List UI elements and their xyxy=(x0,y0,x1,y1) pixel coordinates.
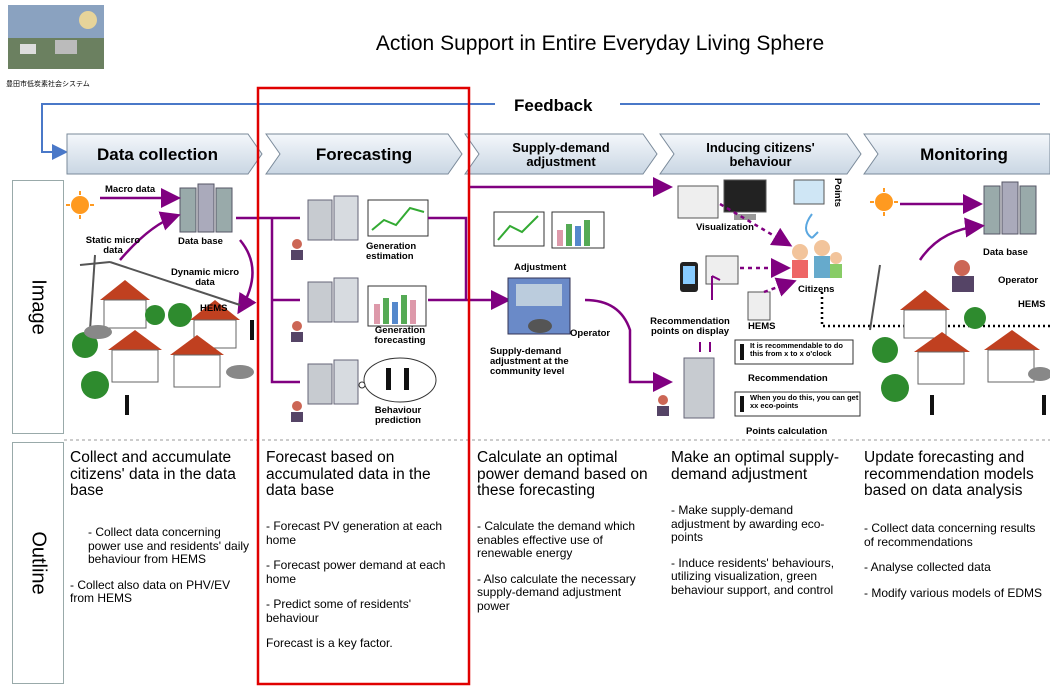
bar-chart-icon xyxy=(367,285,427,327)
label-citizens: Citizens xyxy=(798,284,835,295)
label-points: Points xyxy=(832,178,843,208)
label-visualization: Visualization xyxy=(696,222,754,233)
stage-forecasting: Forecasting xyxy=(315,144,413,164)
stage-supply-demand: Supply-demand adjustment xyxy=(512,139,610,169)
server-icon xyxy=(179,183,233,233)
outline-point: - Forecast power demand at each home xyxy=(266,558,446,586)
label-generation-forecasting: Generation forecasting xyxy=(374,325,426,346)
label-data-base-2: Data base xyxy=(983,247,1028,258)
outline-point: - Collect data concerning power use and … xyxy=(88,525,250,567)
outline-point: - Collect also data on PHV/EV from HEMS xyxy=(70,577,231,606)
operator-icon xyxy=(291,239,303,260)
label-generation-estimation: Generation estimation xyxy=(366,241,417,262)
outline-point: - Make supply-demand adjustment by award… xyxy=(671,503,825,545)
stage-data-collection: Data collection xyxy=(97,144,218,164)
server-icon xyxy=(683,357,715,419)
feedback-label: Feedback xyxy=(510,96,597,116)
label-operator: Operator xyxy=(570,328,611,339)
label-behaviour-prediction: Behaviour prediction xyxy=(374,405,422,426)
bubble-points-text: When you do this, you can get xx eco-poi… xyxy=(750,393,859,410)
points-screen-icon xyxy=(793,179,825,205)
bubble-recommendation-text: It is recommendable to do this from x to… xyxy=(750,341,843,358)
outline-heading-4: Make an optimal supply-demand adjustment xyxy=(671,449,839,483)
label-sd-community: Supply-demand adjustment at the communit… xyxy=(490,346,569,377)
outline-points-5: - Collect data concerning results of rec… xyxy=(864,521,1046,612)
label-hems-3: HEMS xyxy=(1018,299,1046,310)
operator-icon xyxy=(291,401,303,422)
computer-icon xyxy=(677,179,767,220)
label-operator-2: Operator xyxy=(998,275,1039,286)
sun-icon xyxy=(870,188,898,216)
page-title: Action Support in Entire Everyday Living… xyxy=(375,32,825,55)
forecasting-highlight-box xyxy=(256,86,471,686)
houses-image xyxy=(72,280,254,415)
phone-icon xyxy=(680,262,698,292)
operator-icon xyxy=(291,321,303,342)
label-adjustment: Adjustment xyxy=(514,262,567,273)
outline-heading-2: Forecast based on accumulated data in th… xyxy=(266,449,431,500)
operator-icon xyxy=(657,395,669,416)
label-dynamic-micro-data: Dynamic micro data xyxy=(170,267,240,288)
outline-point: - Collect data concerning results of rec… xyxy=(864,521,1036,549)
label-points-calculation: Points calculation xyxy=(746,426,828,437)
speech-bubble xyxy=(734,339,861,417)
city-logo-image xyxy=(8,5,104,69)
control-room-image xyxy=(507,277,571,335)
server-icon xyxy=(983,181,1037,235)
sun-icon xyxy=(66,191,94,219)
outline-points-3: - Calculate the demand which enables eff… xyxy=(477,519,657,625)
server-icon xyxy=(307,195,359,241)
operator-icon xyxy=(952,260,974,292)
citizens-image xyxy=(792,240,842,278)
outline-point: Forecast is a key factor. xyxy=(266,636,393,651)
outline-points-2: - Forecast PV generation at each home - … xyxy=(266,519,456,663)
label-recommendation-points: Recommendation points on display xyxy=(650,316,730,337)
label-hems-2: HEMS xyxy=(748,321,776,332)
outline-heading-1: Collect and accumulate citizens' data in… xyxy=(70,449,236,500)
line-chart-icon xyxy=(367,199,429,237)
line-chart-icon xyxy=(493,211,545,247)
row-label-image: Image xyxy=(12,180,64,434)
label-macro-data: Macro data xyxy=(105,184,156,195)
label-hems: HEMS xyxy=(200,303,228,314)
server-icon xyxy=(307,277,359,323)
logo-caption: 豊田市低炭素社会システム xyxy=(6,81,90,88)
outline-points-4: - Make supply-demand adjustment by award… xyxy=(671,503,851,609)
power-pole-icon xyxy=(79,254,241,331)
stage-monitoring: Monitoring xyxy=(920,144,1008,164)
outline-point: - Modify various models of EDMS xyxy=(864,585,1043,600)
label-recommendation: Recommendation xyxy=(748,373,828,384)
outline-point: - Forecast PV generation at each home xyxy=(266,519,443,547)
outline-point: - Also calculate the necessary supply-de… xyxy=(477,571,636,613)
thought-bubble-icon xyxy=(358,357,437,403)
outline-points-1: - Collect data concerning power use and … xyxy=(70,525,255,618)
server-icon xyxy=(307,359,359,405)
houses-image xyxy=(869,264,1050,415)
computer-icon xyxy=(705,255,739,285)
outline-point: - Predict some of residents' behaviour xyxy=(266,597,412,625)
outline-heading-3: Calculate an optimal power demand based … xyxy=(477,449,648,500)
stage-inducing-behaviour: Inducing citizens' behaviour xyxy=(706,139,815,169)
outline-point: - Analyse collected data xyxy=(864,560,991,575)
stage-chevrons xyxy=(66,133,1050,175)
label-data-base: Data base xyxy=(178,236,223,247)
outline-heading-5: Update forecasting and recommendation mo… xyxy=(864,449,1034,500)
outline-point: - Calculate the demand which enables eff… xyxy=(477,519,636,561)
feedback-loop-arrow xyxy=(41,103,1040,152)
label-static-micro-data: Static micro data xyxy=(85,235,141,256)
row-label-outline: Outline xyxy=(12,442,64,684)
outline-point: - Induce residents' behaviours, utilizin… xyxy=(671,555,835,597)
bar-chart-icon xyxy=(551,211,605,249)
hems-device-icon xyxy=(747,291,771,321)
